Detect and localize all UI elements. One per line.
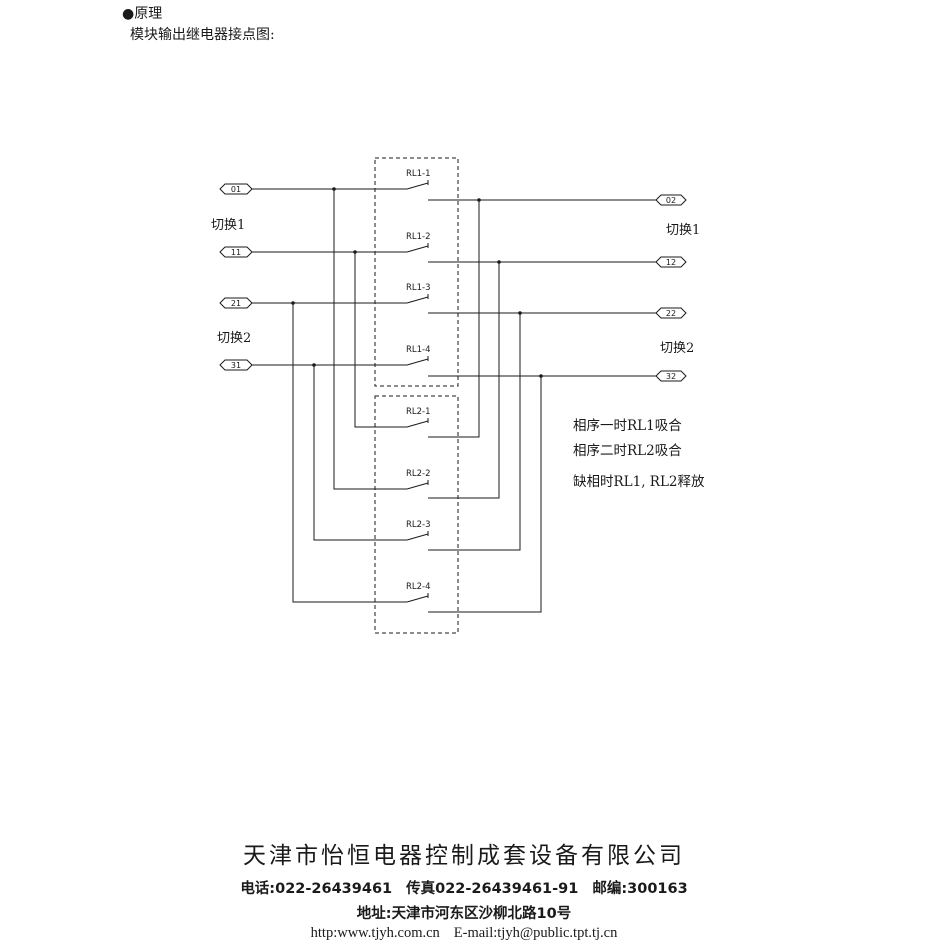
address-label: 地址: [356, 906, 392, 922]
section-heading: ●原理 [122, 6, 163, 22]
contact-label-rl2-3: RL2-3 [406, 520, 431, 530]
company-name: 天津市怡恒电器控制成套设备有限公司 [243, 843, 685, 869]
terminal-right-22: 22 [666, 309, 676, 318]
web-line: http:www.tjyh.com.cn E-mail:tjyh@public.t… [0, 925, 928, 942]
contact-label-rl2-1: RL2-1 [406, 407, 431, 417]
terminal-left-21: 21 [231, 299, 241, 308]
note-phase-loss: 缺相时RL1, RL2释放 [573, 474, 705, 490]
contact-label-rl1-1: RL1-1 [406, 169, 431, 179]
phone-label: 电话: [240, 881, 276, 897]
terminal-left-01: 01 [231, 185, 241, 194]
contact-label-rl1-2: RL1-2 [406, 232, 431, 242]
fax-label: 传真 [406, 881, 436, 897]
website-link[interactable]: http:www.tjyh.com.cn [310, 925, 440, 941]
zip-code: 300163 [627, 881, 688, 897]
switch-label-right-2: 切换2 [660, 341, 694, 356]
terminal-left-31: 31 [231, 361, 241, 370]
address-text: 天津市河东区沙柳北路10号 [391, 906, 572, 922]
contact-label-rl2-4: RL2-4 [406, 582, 431, 592]
phone-number: 022-26439461 [275, 881, 393, 897]
switch-label-left-2: 切换2 [217, 331, 251, 346]
switch-label-right-1: 切换1 [666, 223, 700, 238]
terminal-right-32: 32 [666, 372, 676, 381]
email-link[interactable]: E-mail:tjyh@public.tpt.tj.cn [453, 925, 618, 941]
note-phase-seq-1: 相序一时RL1吸合 [573, 418, 682, 434]
contact-label-rl1-3: RL1-3 [406, 283, 431, 293]
contact-label-rl1-4: RL1-4 [406, 345, 431, 355]
contact-line: 电话:022-26439461 传真022-26439461-91 邮编:30016… [0, 877, 928, 898]
zip-label: 邮编: [592, 881, 628, 897]
diagram-caption: 模块输出继电器接点图: [130, 27, 275, 43]
relay-rl1-box [374, 157, 459, 387]
relay-rl2-box [374, 395, 459, 634]
fax-number: 022-26439461-91 [435, 881, 579, 897]
terminal-left-11: 11 [231, 248, 241, 257]
terminal-right-02: 02 [666, 196, 676, 205]
note-phase-seq-2: 相序二时RL2吸合 [573, 443, 682, 459]
address-line: 地址:天津市河东区沙柳北路10号 [0, 902, 928, 923]
terminal-right-12: 12 [666, 258, 676, 267]
contact-label-rl2-2: RL2-2 [406, 469, 431, 479]
switch-label-left-1: 切换1 [211, 218, 245, 233]
